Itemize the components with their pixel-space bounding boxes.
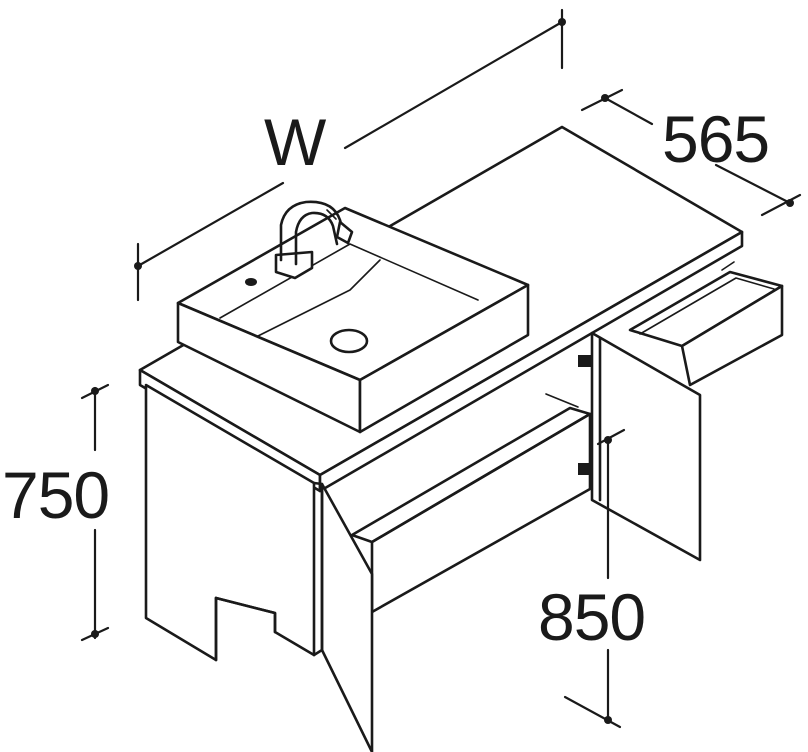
- door-hinge-bottom: [578, 463, 592, 475]
- depth-dimension: 565: [580, 88, 802, 217]
- drain: [329, 328, 369, 354]
- height-dimension: 750: [2, 383, 110, 642]
- vessel-basin: [176, 206, 530, 434]
- overall-height-dimension: 850: [538, 428, 646, 729]
- door-hinge-top: [578, 355, 592, 367]
- depth-label: 565: [662, 102, 769, 176]
- faucet: [274, 200, 354, 280]
- open-drawer: [628, 261, 784, 387]
- overall-height-label: 850: [538, 580, 645, 654]
- width-label: W: [264, 105, 327, 179]
- width-dimension: W: [134, 8, 566, 302]
- right-door: [578, 331, 702, 562]
- left-door: [312, 481, 374, 752]
- interior-shelf: [350, 393, 592, 614]
- height-label: 750: [2, 458, 109, 532]
- left-side-panel: [144, 383, 316, 662]
